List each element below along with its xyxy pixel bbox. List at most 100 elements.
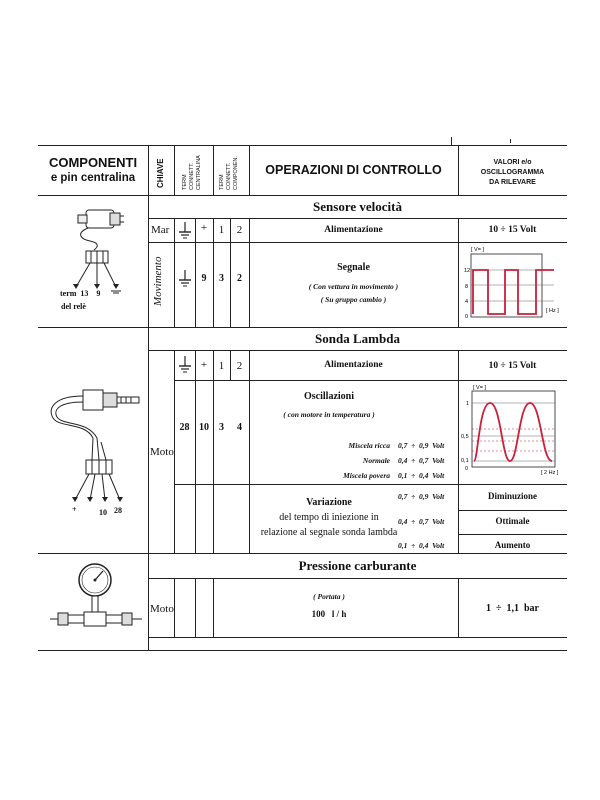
- header-componenti: COMPONENTI: [48, 155, 138, 170]
- row-line: [148, 218, 567, 219]
- header-bottom-border: [38, 195, 567, 196]
- key-moto: Moto: [150, 603, 174, 615]
- componente-pin-3: 3: [219, 422, 224, 433]
- col-line: [458, 578, 459, 637]
- result-ottimale: Ottimale: [495, 516, 530, 526]
- term-label: term 13 9: [60, 289, 101, 298]
- segnale-label: Segnale: [337, 262, 370, 273]
- svg-text:0: 0: [465, 466, 468, 472]
- tick-mark: [451, 137, 452, 145]
- variazione-title: Variazione: [306, 497, 352, 508]
- svg-text:4: 4: [465, 299, 468, 305]
- variazione-line-1: del tempo di iniezione in: [279, 512, 379, 523]
- componente-pin-1: 3: [219, 273, 224, 284]
- col-line: [174, 578, 175, 637]
- col-line: [195, 350, 196, 553]
- table-bottom-border: [38, 650, 567, 651]
- componente-pin-2: 2: [237, 273, 242, 284]
- col-divider-chiave: [174, 145, 175, 195]
- header-operazioni: OPERAZIONI DI CONTROLLO: [265, 163, 442, 177]
- centralina-pin-10: 10: [199, 422, 209, 433]
- section-title-lambda: Sonda Lambda: [315, 331, 400, 346]
- row-line: [458, 534, 567, 535]
- section-title-sensore: Sensore velocità: [313, 199, 402, 214]
- connector-10: 10: [99, 508, 107, 517]
- segnale-note-2: ( Su gruppo cambio ): [320, 295, 387, 304]
- svg-text:0: 0: [465, 314, 468, 320]
- header-chiave: CHIAVE: [156, 158, 165, 188]
- key-moto: Moto: [150, 446, 174, 458]
- svg-text:12: 12: [464, 268, 470, 274]
- scope-y-unit: [ V= ]: [471, 247, 484, 253]
- connector-plus: +: [72, 505, 77, 514]
- componente-pin-4: 4: [237, 422, 242, 433]
- miscela-ricca-label: Miscela ricca: [348, 441, 390, 450]
- col-line: [230, 350, 231, 380]
- variazione-line-2: relazione al segnale sonda lambda: [260, 527, 398, 538]
- variazione-value-1: 0,7 ÷ 0,9 Volt: [398, 492, 445, 501]
- lambda-probe-drawing: [50, 389, 140, 502]
- portata-label: ( Portata ): [313, 592, 345, 601]
- pin-2: 2: [236, 224, 243, 236]
- col-line: [174, 218, 175, 327]
- pressure-gauge-drawing: [50, 563, 142, 627]
- col-line: [213, 350, 214, 553]
- miscela-normale-value: 0,4 ÷ 0,7 Volt: [398, 456, 445, 465]
- alimentazione-value: 10 ÷ 15 Volt: [488, 225, 537, 235]
- col-line: [213, 578, 214, 637]
- connector-28: 28: [114, 506, 122, 515]
- col-line: [195, 578, 196, 637]
- section-divider-2: [38, 553, 567, 554]
- pin-1: 1: [218, 360, 225, 372]
- col-line: [213, 218, 214, 327]
- pin-plus: +: [200, 359, 208, 371]
- col-line: [230, 218, 231, 327]
- col-line: [195, 218, 196, 327]
- col-divider-centralina: [213, 145, 214, 195]
- col-divider-operazioni: [458, 145, 459, 195]
- svg-text:8: 8: [465, 284, 468, 290]
- miscela-povera-value: 0,1 ÷ 0,4 Volt: [398, 471, 445, 480]
- row-line: [148, 350, 567, 351]
- scope-x-unit: [ 2 Hz ]: [541, 470, 559, 476]
- col-line: [249, 218, 250, 327]
- variazione-value-3: 0,1 ÷ 0,4 Volt: [398, 541, 445, 550]
- ground-icon: [179, 222, 191, 239]
- centralina-pin-28: 28: [179, 422, 190, 433]
- col-line: [458, 218, 459, 327]
- alimentazione-value: 10 ÷ 15 Volt: [488, 361, 537, 371]
- header-pin-centralina: e pin centralina: [50, 172, 136, 184]
- oscillazioni-note: ( con motore in temperatura ): [283, 410, 375, 419]
- portata-value: 100 l / h: [311, 609, 347, 619]
- result-aumento: Aumento: [494, 540, 531, 550]
- col-divider-components: [148, 145, 149, 650]
- key-movimento: Movimento: [152, 256, 164, 306]
- row-line: [148, 637, 567, 638]
- scope-y-unit: [ V= ]: [473, 385, 486, 391]
- ground-icon: [179, 270, 191, 287]
- col-line: [249, 350, 250, 553]
- pin-1: 1: [218, 224, 225, 236]
- row-line: [174, 380, 567, 381]
- scope-x-unit: [ Hz ]: [546, 308, 559, 314]
- row-line: [458, 510, 567, 511]
- section-divider-1: [38, 327, 567, 328]
- table-top-border: [38, 145, 567, 146]
- section-title-pressione: Pressione carburante: [298, 558, 417, 573]
- row-line: [148, 242, 567, 243]
- miscela-ricca-value: 0,7 ÷ 0,9 Volt: [398, 441, 445, 450]
- segnale-note-1: ( Con vettura in movimento ): [308, 282, 399, 291]
- alimentazione-label: Alimentazione: [324, 225, 383, 235]
- pressione-value: 1 ÷ 1,1 bar: [486, 603, 539, 614]
- col-divider-componenti: [249, 145, 250, 195]
- tick-mark: [510, 139, 511, 143]
- variazione-value-2: 0,4 ÷ 0,7 Volt: [398, 517, 445, 526]
- centralina-pin: 9: [201, 273, 207, 284]
- svg-text:0,1: 0,1: [461, 458, 469, 464]
- col-line: [174, 350, 175, 553]
- miscela-normale-label: Normale: [362, 456, 390, 465]
- svg-text:1: 1: [466, 401, 469, 407]
